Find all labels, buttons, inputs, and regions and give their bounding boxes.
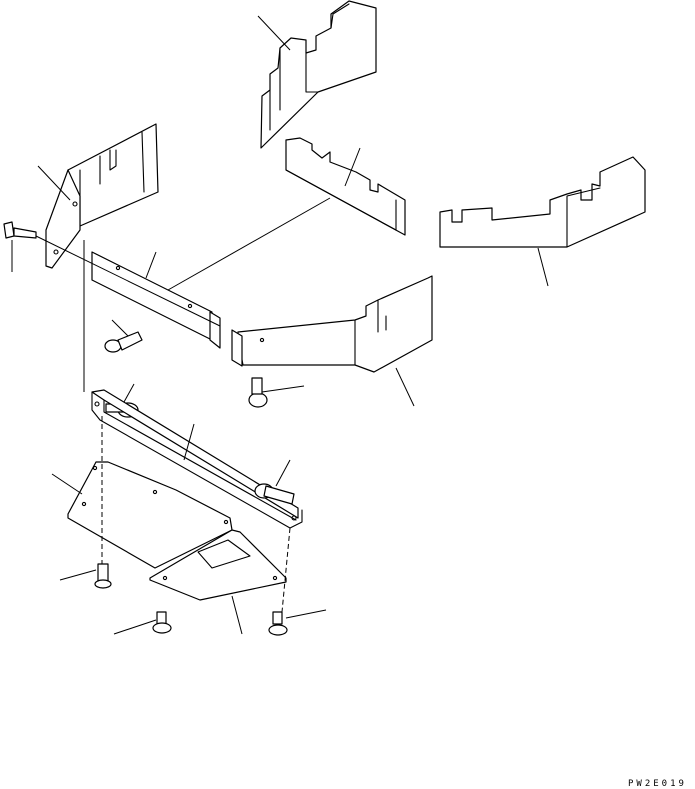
side-cover-right bbox=[231, 275, 433, 373]
bolt-center bbox=[104, 331, 143, 353]
bolt-right-panel bbox=[248, 377, 268, 408]
bolt-bottom-left bbox=[94, 563, 112, 589]
leader-lines bbox=[11, 15, 549, 635]
bolt-bottom-right bbox=[268, 611, 288, 636]
cover-pad-upper bbox=[260, 0, 377, 149]
bolt-bracket-right bbox=[254, 483, 295, 505]
under-cover-small bbox=[149, 529, 287, 601]
front-panel bbox=[91, 251, 221, 349]
cover-pad-middle bbox=[285, 137, 406, 236]
cover-pad-right bbox=[439, 156, 646, 248]
bolt-bottom-center bbox=[152, 611, 172, 634]
assembly-lines bbox=[35, 235, 291, 613]
bolt-upper-left bbox=[3, 221, 37, 239]
drawing-code: PW2E019 bbox=[628, 779, 687, 789]
side-plate-left bbox=[45, 123, 159, 269]
support-bracket bbox=[91, 389, 303, 529]
under-cover-large bbox=[67, 461, 233, 569]
